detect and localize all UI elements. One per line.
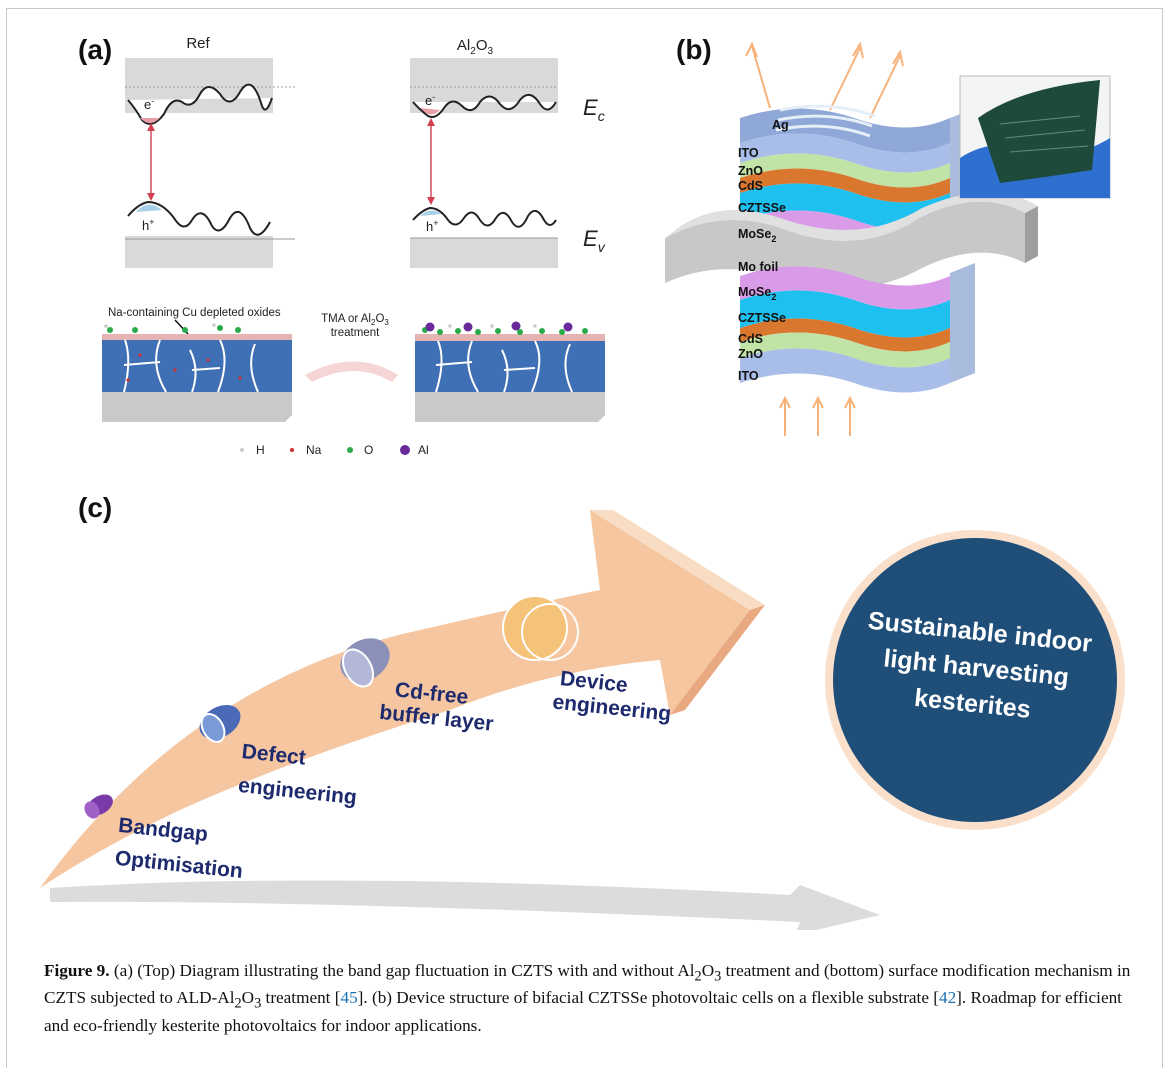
ev-label: Ev <box>583 226 606 255</box>
ref-valence-band <box>125 236 273 268</box>
step-icon-bandgap <box>84 794 113 819</box>
step-2-line-2: engineering <box>237 774 358 809</box>
step-icon-device <box>502 595 579 661</box>
panel-c-roadmap: Sustainable indoor light harvesting kest… <box>40 510 1125 930</box>
label-zno-bottom: ZnO <box>738 347 763 361</box>
label-mose2-top: MoSe2 <box>738 227 776 244</box>
label-cztsse-bottom: CZTSSe <box>738 311 786 325</box>
al2o3-title: Al2O3 <box>457 37 494 57</box>
treatment-label: TMA or Al2O3 <box>321 313 389 327</box>
goal-circle <box>833 538 1117 822</box>
panel-a-label: (a) <box>78 34 113 65</box>
ref-hole-label: h+ <box>142 217 155 233</box>
roadmap-arrow <box>40 510 750 888</box>
step-3-line-2: buffer layer <box>378 701 494 736</box>
al2o3-band-diagram: e- h+ <box>410 58 558 268</box>
label-mo-foil: Mo foil <box>738 260 778 274</box>
label-cztsse-top: CZTSSe <box>738 201 786 215</box>
label-ag: Ag <box>772 118 789 132</box>
al2o3-valence-band <box>410 238 558 268</box>
legend-na: Na <box>306 443 322 457</box>
ref-band-diagram: e- h+ <box>125 58 295 268</box>
ref-title: Ref <box>186 35 210 52</box>
panel-a-diagram: Ref Al2O3 e- h+ e- h+ Ec Ev <box>102 35 606 457</box>
legend-h: H <box>256 443 265 457</box>
legend-al: Al <box>418 443 429 457</box>
ref-electron-label: e- <box>144 96 154 112</box>
step-1-line-2: Optimisation <box>114 847 244 883</box>
mo-foil <box>665 192 1038 289</box>
layer-labels: Ag ITO ZnO CdS CZTSSe MoSe2 Mo foil MoSe… <box>738 118 789 383</box>
ref-film <box>102 323 292 422</box>
label-zno-top: ZnO <box>738 164 763 178</box>
legend-o: O <box>364 443 373 457</box>
treated-film <box>415 321 605 422</box>
step-icon-defect <box>199 704 241 743</box>
label-cds-top: CdS <box>738 179 763 193</box>
bottom-stack <box>740 263 975 393</box>
figure-frame <box>6 8 1163 1068</box>
panel-a-legend: H Na O Al <box>240 443 429 457</box>
device-photo-inset <box>959 75 1111 199</box>
step-icon-cdfree <box>340 638 390 688</box>
top-light-arrows <box>745 41 904 119</box>
label-mose2-bottom: MoSe2 <box>738 285 776 302</box>
label-ito-bottom: ITO <box>738 369 759 383</box>
panel-c-label: (c) <box>78 492 113 523</box>
step-1-line-1: Bandgap <box>117 814 209 846</box>
citation-42[interactable]: 42 <box>938 988 957 1008</box>
step-4-line-2: engineering <box>551 690 672 725</box>
figure-caption: Figure 9. (a) (Top) Diagram illustrating… <box>44 961 1131 1035</box>
bottom-light-arrows <box>779 395 856 436</box>
panel-b-device-stack: Ag ITO ZnO CdS CZTSSe MoSe2 Mo foil MoSe… <box>665 41 1111 436</box>
treatment-label-2: treatment <box>331 327 380 339</box>
oxide-label: Na-containing Cu depleted oxides <box>108 307 281 319</box>
al2o3-hole-label: h+ <box>426 218 439 234</box>
al2o3-electron-label: e- <box>425 92 435 108</box>
treatment-arrow: TMA or Al2O3 treatment <box>305 313 398 382</box>
panel-b-label: (b) <box>676 34 712 65</box>
citation-45[interactable]: 45 <box>340 988 358 1008</box>
caption-label: Figure 9. <box>44 961 110 980</box>
label-cds-bottom: CdS <box>738 332 763 346</box>
label-ito-top: ITO <box>738 146 759 160</box>
roadmap-shadow <box>50 880 880 930</box>
ec-label: Ec <box>583 95 605 124</box>
